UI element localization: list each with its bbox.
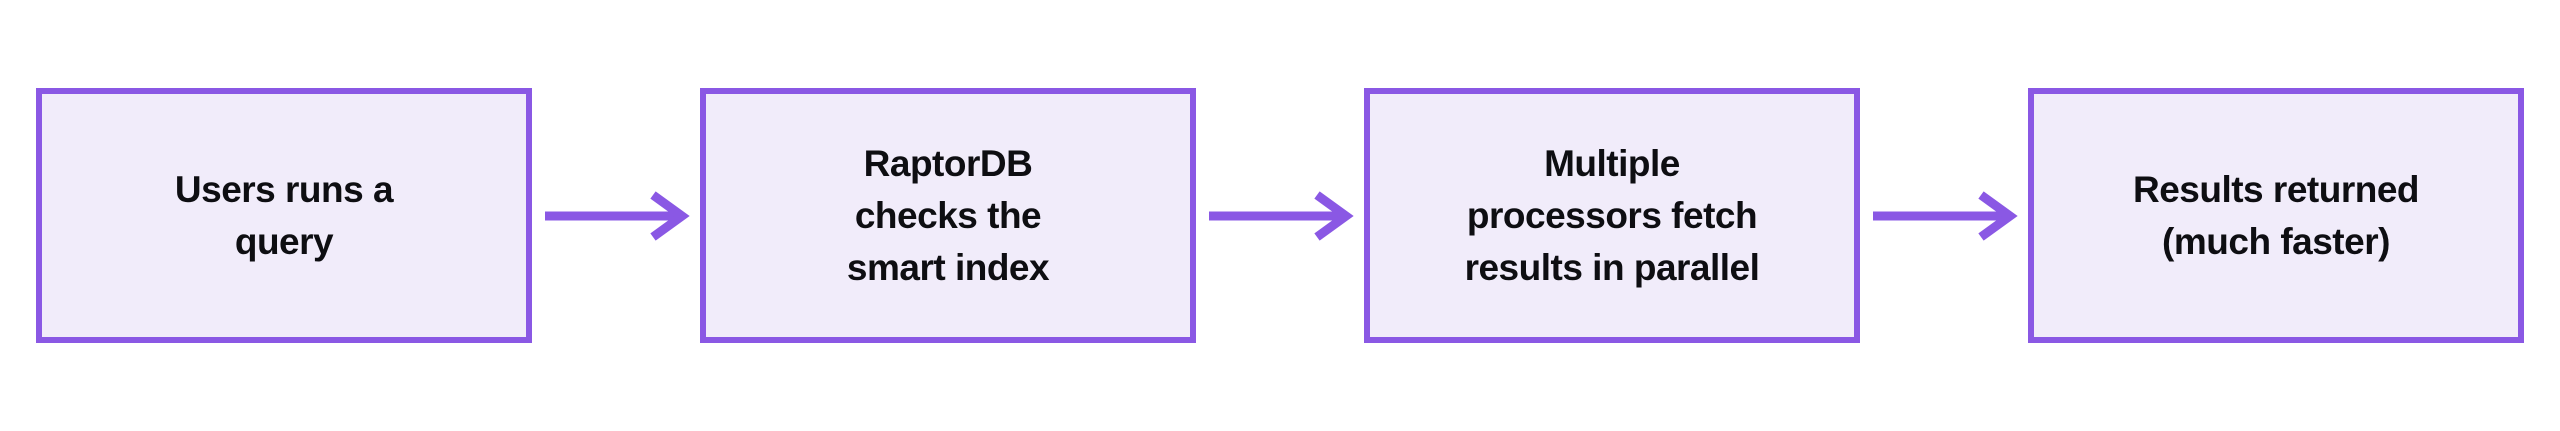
- flow-step-line: results in parallel: [1464, 246, 1760, 288]
- flow-step-line: processors fetch: [1466, 194, 1758, 236]
- arrow-gap: [532, 185, 700, 247]
- flow-step-results-returned: Results returned (much faster): [2028, 88, 2524, 343]
- flow-row: Users runs a query RaptorDB checks the s…: [36, 88, 2524, 343]
- flow-step-line: RaptorDB: [863, 142, 1033, 184]
- flow-step-line: checks the: [854, 194, 1042, 236]
- flow-step-line: Results returned: [2132, 168, 2420, 210]
- flow-step-line: Users runs a: [174, 168, 394, 210]
- arrow-right-icon: [1209, 190, 1354, 241]
- flow-step-users-query: Users runs a query: [36, 88, 532, 343]
- flow-step-line: Multiple: [1544, 142, 1680, 184]
- arrow-gap: [1196, 185, 1364, 247]
- arrow-right-icon: [545, 190, 690, 241]
- arrow-gap: [1860, 185, 2028, 247]
- flow-step-smart-index: RaptorDB checks the smart index: [700, 88, 1196, 343]
- flow-step-line: (much faster): [2162, 220, 2390, 262]
- flow-step-line: smart index: [846, 246, 1050, 288]
- arrow-right-icon: [1873, 190, 2018, 241]
- flow-step-line: query: [234, 220, 334, 262]
- flow-step-parallel-fetch: Multiple processors fetch results in par…: [1364, 88, 1860, 343]
